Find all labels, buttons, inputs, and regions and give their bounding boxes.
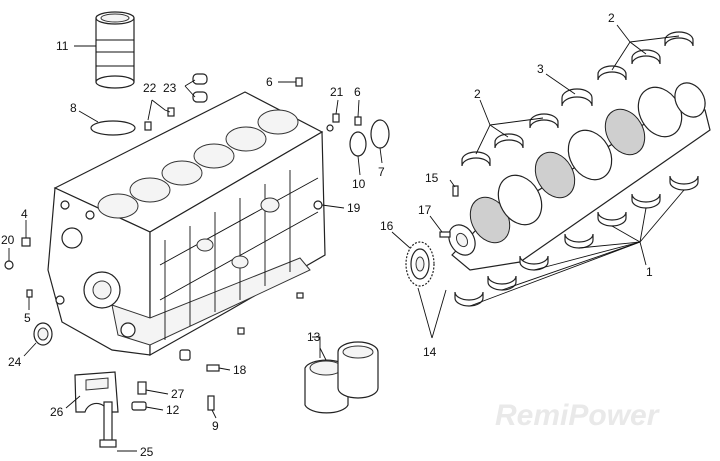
callout-3: 3 — [537, 62, 544, 76]
callout-26: 26 — [50, 405, 64, 419]
crank-dowel — [452, 185, 459, 197]
callout-19: 19 — [347, 201, 361, 215]
callout-10: 10 — [352, 177, 366, 191]
callout-1: 1 — [646, 265, 653, 279]
callout-25: 25 — [140, 445, 154, 459]
callout-18: 18 — [233, 363, 247, 377]
main-cap-bolt — [99, 401, 117, 448]
callout-17: 17 — [418, 203, 432, 217]
thrust-bearing-halves — [304, 341, 379, 414]
callout-5: 5 — [24, 311, 31, 325]
callout-27: 27 — [171, 387, 185, 401]
crankshaft — [448, 82, 711, 271]
callout-12: 12 — [166, 403, 180, 417]
gasket-ring-7 — [370, 119, 390, 149]
watermark-text: RemiPower — [495, 399, 661, 432]
callout-23: 23 — [163, 81, 177, 95]
callout-8: 8 — [70, 101, 77, 115]
callout-9: 9 — [212, 419, 219, 433]
callout-24: 24 — [8, 355, 22, 369]
lower-main-bearings — [454, 175, 699, 307]
cylinder-block — [47, 91, 334, 357]
callout-21: 21 — [330, 85, 344, 99]
callout-16: 16 — [380, 219, 394, 233]
callout-7: 7 — [378, 165, 385, 179]
callout-13: 13 — [307, 330, 321, 344]
crankshaft-gear — [405, 241, 435, 287]
callout-2-right: 2 — [608, 11, 615, 25]
callout-2-left: 2 — [474, 87, 481, 101]
gear-key — [439, 231, 451, 238]
front-seal — [33, 322, 53, 346]
cylinder-bores — [97, 109, 299, 219]
callout-22: 22 — [143, 81, 157, 95]
leader-lines — [8, 24, 685, 452]
callout-6-top: 6 — [266, 75, 273, 89]
callout-4: 4 — [21, 207, 28, 221]
callout-labels: 1 2 2 3 4 5 6 6 7 8 9 10 11 12 13 14 15 … — [1, 11, 653, 459]
small-fittings — [131, 349, 220, 411]
callout-11: 11 — [56, 39, 69, 53]
callout-15: 15 — [425, 171, 439, 185]
callout-14: 14 — [423, 345, 437, 359]
callout-20: 20 — [1, 233, 15, 247]
gasket-ring-10 — [349, 131, 367, 157]
liner-o-ring — [90, 120, 136, 136]
cylinder-liner — [95, 11, 135, 89]
upper-main-bearings — [461, 31, 694, 167]
callout-6-right: 6 — [354, 85, 361, 99]
upper-thrust-bearing — [561, 88, 593, 107]
